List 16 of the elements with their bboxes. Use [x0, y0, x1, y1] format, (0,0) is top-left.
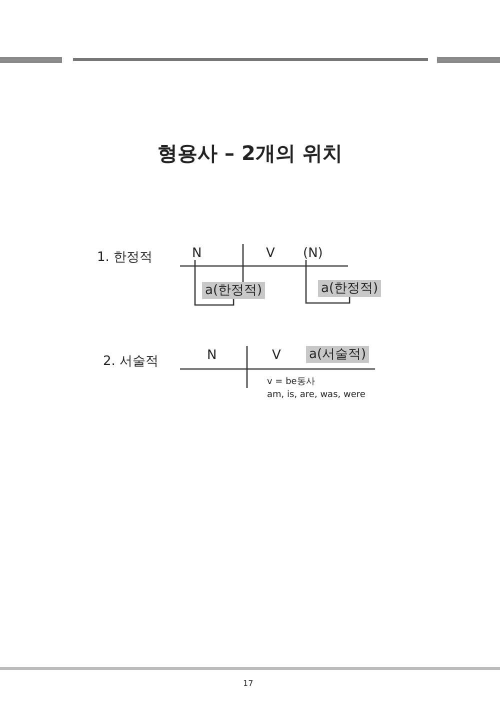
section-label: 2. 서술적: [103, 355, 159, 368]
modifier-line: [194, 260, 234, 306]
sentence-word: V: [266, 247, 275, 260]
sentence-word: V: [272, 349, 281, 362]
modifier-line: [305, 260, 350, 304]
sentence-word: (N): [303, 247, 323, 260]
section-label: 1. 한정적: [97, 251, 153, 264]
page-number: 17: [243, 680, 254, 688]
note-text: v = be동사: [267, 378, 315, 387]
sentence-word: N: [192, 247, 202, 260]
note-text: am, is, are, was, were: [267, 391, 366, 400]
word-box: a(한정적): [318, 280, 382, 297]
word-box: a(한정적): [202, 282, 266, 299]
title: 형용사 – 2개의 위치: [156, 143, 344, 163]
word-box: a(서술적): [306, 346, 370, 363]
sentence-word: N: [207, 349, 217, 362]
